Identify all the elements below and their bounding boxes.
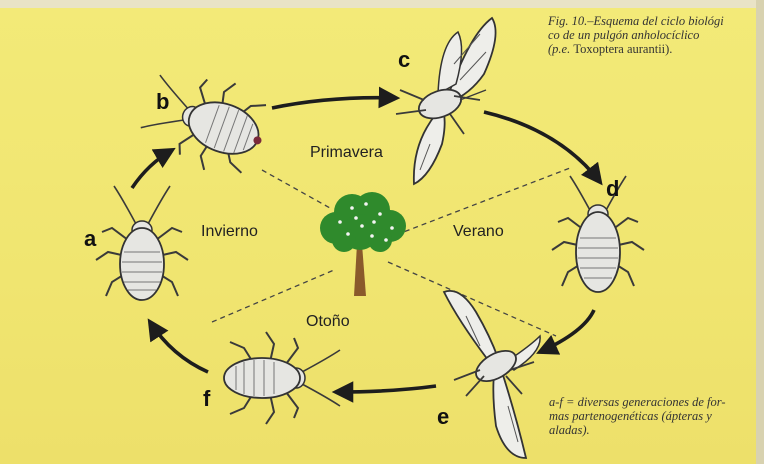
arrow-e-to-f [336, 386, 436, 392]
aphid-e [444, 291, 540, 458]
arrow-a-to-b [132, 150, 172, 188]
arrow-f-to-a [150, 322, 208, 372]
arrow-b-to-c [272, 98, 396, 108]
aphid-f [224, 332, 340, 424]
season-label-spring: Primavera [310, 144, 383, 161]
season-label-summer: Verano [453, 223, 504, 240]
caption-pe: (p.e. [548, 42, 570, 56]
caption-line-1: Fig. 10.–Esquema del ciclo biológi [548, 14, 724, 28]
arrow-d-to-e [540, 310, 594, 352]
figure-caption: Fig. 10.–Esquema del ciclo biológi co de… [548, 14, 724, 56]
caption-end: ). [665, 42, 672, 56]
aphid-b [135, 58, 277, 185]
stage-letter-c: c [398, 47, 410, 72]
tree-illustration [320, 192, 406, 296]
footnote-line-1: a-f = diversas generaciones de for- [549, 395, 726, 409]
season-label-autumn: Otoño [306, 313, 350, 330]
tree-trunk [354, 244, 366, 296]
divider-line-nw [262, 170, 330, 208]
footnote-line-2: mas partenogenéticas (ápteras y [549, 409, 726, 423]
figure-footnote: a-f = diversas generaciones de for- mas … [549, 395, 726, 437]
stage-letter-d: d [606, 176, 619, 201]
caption-species: Toxoptera aurantii [573, 42, 665, 56]
stage-letter-f: f [203, 386, 211, 411]
stage-letter-b: b [156, 89, 169, 114]
caption-line-3: (p.e. Toxoptera aurantii). [548, 42, 724, 56]
season-dividers [212, 168, 570, 336]
season-label-winter: Invierno [201, 223, 258, 240]
aphid-c [396, 18, 496, 184]
stage-letter-a: a [84, 226, 97, 251]
aphid-a [96, 186, 188, 300]
footnote-line-3: aladas). [549, 423, 726, 437]
aphid-d [552, 176, 644, 292]
caption-line-2: co de un pulgón anholocíclico [548, 28, 724, 42]
arrow-c-to-d [484, 112, 600, 182]
tree-canopy [320, 192, 406, 252]
stage-letter-e: e [437, 404, 449, 429]
